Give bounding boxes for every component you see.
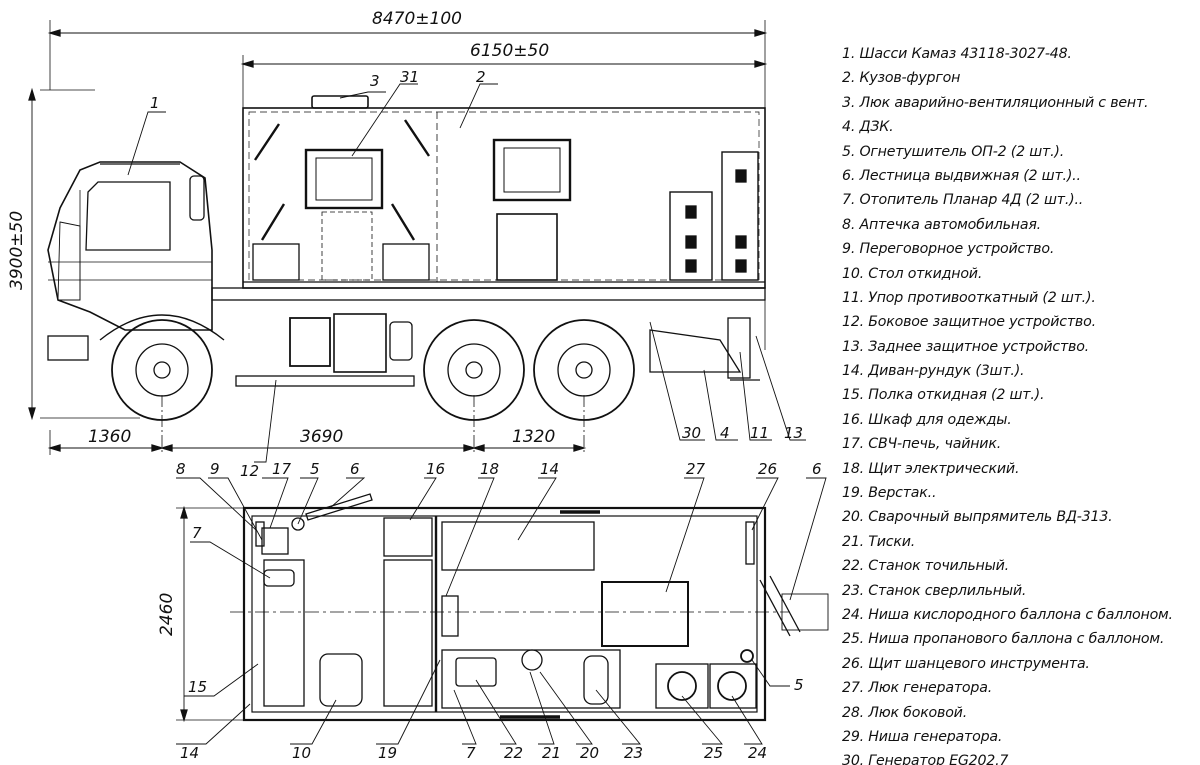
legend-item: 3. Люк аварийно-вентиляционный с вент.: [842, 94, 1149, 111]
legend-item: 12. Боковое защитное устройство.: [842, 314, 1096, 331]
legend-item: 5. Огнетушитель ОП-2 (2 шт.).: [842, 143, 1065, 160]
callout-26: 26: [758, 460, 777, 478]
rear-wheel-1: [423, 319, 525, 421]
dim-rear-axle-text: 1320: [512, 427, 555, 447]
callout-27: 27: [686, 460, 706, 478]
legend-item: 13. Заднее защитное устройство.: [842, 338, 1089, 355]
legend-item: 17. СВЧ-печь, чайник.: [842, 436, 1001, 453]
dim-height-text: 3900±50: [7, 211, 27, 290]
callout-13: 13: [784, 424, 803, 442]
legend-item: 30. Генератор EG202.7: [842, 753, 1009, 765]
side-view-chassis: [211, 287, 766, 387]
dimension-body-width: [176, 505, 250, 723]
legend-item: 10. Стол откидной.: [842, 265, 983, 282]
callout-3: 3: [370, 72, 380, 90]
dimension-total-length: [47, 20, 768, 350]
callout-14-top: 14: [540, 460, 559, 478]
callout-18: 18: [480, 460, 499, 478]
callout-4: 4: [720, 424, 730, 442]
dim-front-overhang-text: 1360: [88, 427, 131, 447]
callout-24: 24: [748, 744, 767, 762]
callout-10: 10: [292, 744, 311, 762]
legend-item: 15. Полка откидная (2 шт.).: [842, 387, 1045, 404]
legend-item: 25. Ниша пропанового баллона с баллоном.: [842, 631, 1165, 648]
legend-item: 14. Диван-рундук (3шт.).: [842, 363, 1025, 380]
callout-22: 22: [504, 744, 523, 762]
parts-legend: 1. Шасси Камаз 43118-3027-48. 2. Кузов-ф…: [842, 42, 1198, 765]
dimension-height: [28, 87, 140, 421]
dimension-axles: [47, 395, 587, 455]
callout-30: 30: [682, 424, 701, 442]
dim-total-length-text: 8470±100: [372, 9, 462, 29]
callout-19: 19: [378, 744, 397, 762]
legend-item: 9. Переговорное устройство.: [842, 241, 1055, 258]
legend-item: 28. Люк боковой.: [842, 704, 968, 721]
legend-item: 24. Ниша кислородного баллона с баллоном…: [842, 606, 1173, 623]
callout-25: 25: [704, 744, 723, 762]
legend-item: 22. Станок точильный.: [842, 558, 1009, 575]
callout-15: 15: [188, 678, 207, 696]
callout-5-right: 5: [794, 676, 804, 694]
callout-14-bottom: 14: [180, 744, 199, 762]
callout-7-bottom: 7: [466, 744, 476, 762]
dimension-body-length: [240, 55, 768, 110]
plan-view: [230, 493, 829, 722]
legend-item: 26. Щит шанцевого инструмента.: [842, 655, 1090, 672]
technical-drawing: 8470±100 6150±50 3900±50 1360 3690 1320 …: [7, 9, 829, 762]
legend-item: 11. Упор противооткатный (2 шт.).: [842, 289, 1096, 306]
legend-item: 27. Люк генератора.: [842, 680, 993, 697]
callout-16: 16: [426, 460, 445, 478]
callout-6-top: 6: [350, 460, 360, 478]
legend-item: 7. Отопитель Планар 4Д (2 шт.)..: [842, 192, 1084, 209]
legend-item: 1. Шасси Камаз 43118-3027-48.: [842, 46, 1072, 62]
callout-20: 20: [580, 744, 599, 762]
dim-body-width-text: 2460: [157, 593, 177, 636]
callout-1: 1: [150, 94, 160, 112]
callout-7-left: 7: [192, 524, 202, 542]
callout-5-top: 5: [310, 460, 320, 478]
side-callout-leaders: [127, 83, 806, 463]
dim-body-length-text: 6150±50: [470, 41, 549, 61]
callout-11: 11: [750, 424, 769, 442]
callout-9: 9: [210, 460, 220, 478]
legend-item: 8. Аптечка автомобильная.: [842, 216, 1041, 233]
legend-item: 18. Щит электрический.: [842, 460, 1020, 477]
legend-item: 21. Тиски.: [842, 533, 916, 550]
callout-31: 31: [400, 68, 419, 86]
callout-2: 2: [476, 68, 486, 86]
callout-21: 21: [542, 744, 561, 762]
legend-item: 29. Ниша генератора.: [842, 728, 1003, 745]
callout-6-right: 6: [812, 460, 822, 478]
side-view-cab: [47, 161, 213, 361]
plan-callout-leaders: [176, 477, 827, 745]
legend-item: 16. Шкаф для одежды.: [842, 411, 1012, 428]
legend-item: 20. Сварочный выпрямитель ВД-313.: [842, 509, 1113, 526]
callout-8: 8: [176, 460, 186, 478]
legend-item: 6. Лестница выдвижная (2 шт.)..: [842, 167, 1081, 184]
legend-item: 19. Верстак..: [842, 485, 937, 502]
legend-item: 4. ДЗК.: [842, 119, 894, 136]
side-view-body: [242, 95, 766, 289]
dim-wheelbase-text: 3690: [300, 427, 343, 447]
callout-12: 12: [240, 462, 259, 480]
legend-item: 2. Кузов-фургон: [842, 70, 961, 87]
legend-item: 23. Станок сверлильный.: [842, 582, 1027, 599]
callout-17: 17: [272, 460, 292, 478]
callout-23: 23: [624, 744, 643, 762]
